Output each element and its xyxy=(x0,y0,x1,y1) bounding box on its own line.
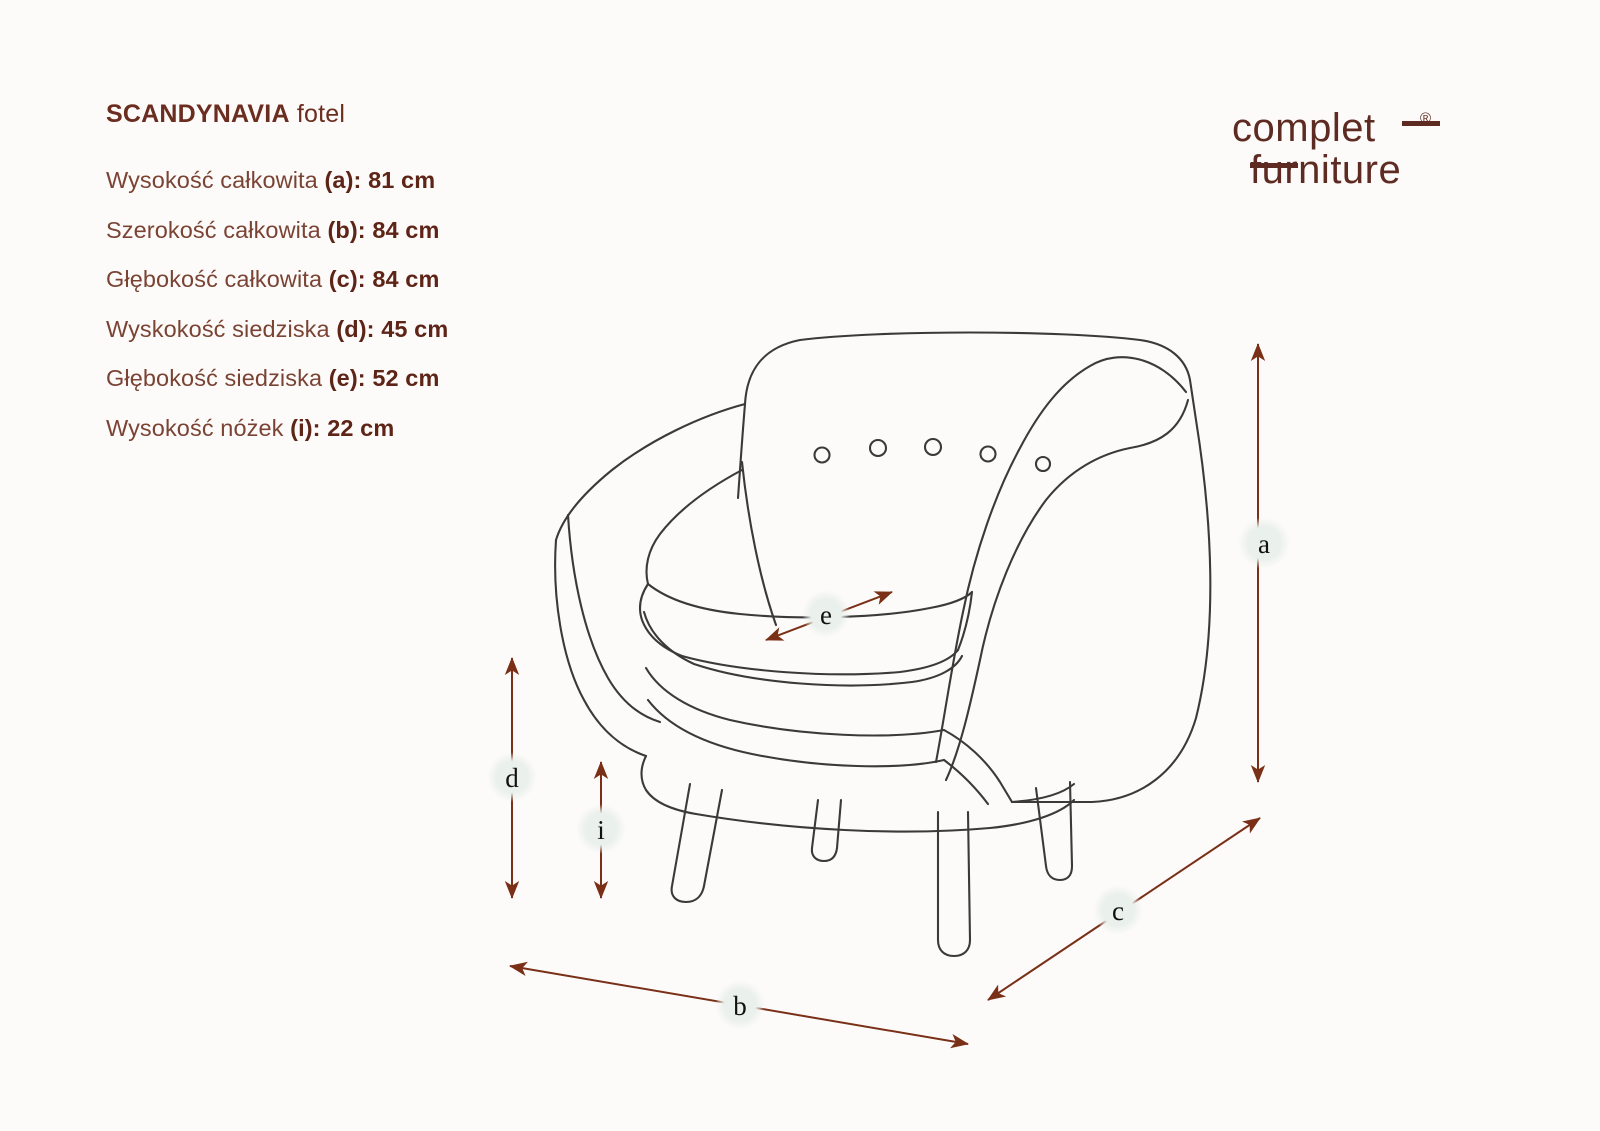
dimension-marker-d: d xyxy=(487,657,537,899)
base-bottom-right xyxy=(1010,782,1076,804)
spec-key-c: (c): xyxy=(328,266,366,292)
dimension-badge-b xyxy=(715,980,765,1030)
left-arm-outer xyxy=(554,538,648,758)
spec-key-a: (a): xyxy=(324,167,362,193)
button-4 xyxy=(979,445,997,463)
seat-cushion-thickness xyxy=(642,610,964,687)
seat-cushion-front xyxy=(680,648,960,676)
seat-cushion-left xyxy=(638,582,684,658)
dimension-marker-b: b xyxy=(509,961,969,1049)
base-left-corner xyxy=(640,754,698,816)
backrest-outline xyxy=(743,331,1198,422)
logo-line-2: furniture xyxy=(1250,148,1401,192)
spec-label-i: Wysokość nóżek xyxy=(106,414,284,441)
backrest-front-face xyxy=(740,460,778,627)
dimension-badge-d xyxy=(487,752,537,802)
leg-front-left xyxy=(670,782,724,904)
spec-value-e: 52 cm xyxy=(372,365,440,391)
spec-value-i: 22 cm xyxy=(327,414,395,441)
leg-center-back xyxy=(810,798,843,863)
right-arm-ridge xyxy=(934,356,1188,764)
seat-cushion-right xyxy=(956,590,974,652)
logo-line-1: complet xyxy=(1232,106,1376,150)
left-arm-top xyxy=(554,402,747,542)
dimension-label-e: e xyxy=(820,600,832,630)
product-type: fotel xyxy=(296,100,346,128)
dimension-badge-e xyxy=(802,590,850,638)
base-right-connector xyxy=(942,728,1014,804)
specification-block: SCANDYNAVIA fotel Wysokość całkowita (a)… xyxy=(106,100,746,464)
spec-label-e: Głębokość siedziska xyxy=(106,365,323,391)
spec-label-c: Głębokość całkowita xyxy=(106,266,323,292)
right-arm-inner xyxy=(944,398,1190,782)
dimension-label-i: i xyxy=(597,815,605,845)
button-5 xyxy=(1034,455,1052,473)
seat-base-front xyxy=(646,698,946,768)
dimension-label-c: c xyxy=(1112,896,1124,926)
spec-value-b: 84 cm xyxy=(372,216,440,243)
button-1 xyxy=(813,446,831,464)
dimension-marker-c: c xyxy=(987,817,1261,1001)
page-title: SCANDYNAVIA fotel xyxy=(106,100,746,129)
spec-label-a: Wysokość całkowita xyxy=(106,167,318,193)
left-arm-inner xyxy=(566,513,662,724)
armchair-outline xyxy=(554,331,1212,958)
dimension-badge-i xyxy=(576,804,626,854)
spec-key-b: (b): xyxy=(327,216,366,243)
product-name: SCANDYNAVIA xyxy=(106,100,290,128)
spec-value-c: 84 cm xyxy=(372,266,440,292)
spec-row-b: Szerokość całkowita (b): 84 cm xyxy=(106,217,746,244)
dimension-badge-a xyxy=(1238,517,1290,569)
spec-key-d: (d): xyxy=(336,315,375,342)
button-3 xyxy=(923,437,943,457)
dimension-label-b: b xyxy=(733,991,747,1021)
base-bottom-front xyxy=(694,798,1076,833)
dimension-marker-a: a xyxy=(1238,343,1290,783)
spec-label-b: Szerokość całkowita xyxy=(106,216,321,243)
dimension-label-a: a xyxy=(1258,529,1270,559)
dimension-badge-c xyxy=(1093,885,1143,935)
leg-front-right xyxy=(936,810,972,958)
brand-logo: complet ® furniture xyxy=(1232,106,1440,192)
spec-row-c: Głębokość całkowita (c): 84 cm xyxy=(106,266,746,293)
spec-row-e: Głębokość siedziska (e): 52 cm xyxy=(106,365,746,392)
spec-key-i: (i): xyxy=(290,414,321,441)
dimension-label-d: d xyxy=(505,763,519,793)
logo-f-crossbar xyxy=(1250,163,1298,168)
dimension-marker-i: i xyxy=(576,761,626,899)
spec-value-a: 81 cm xyxy=(368,167,436,193)
right-shell-outer xyxy=(1010,418,1212,804)
button-2 xyxy=(868,438,888,458)
spec-label-d: Wyskokość siedziska xyxy=(106,315,330,342)
spec-value-d: 45 cm xyxy=(381,315,449,342)
seat-base-top xyxy=(644,666,946,737)
leg-back-right xyxy=(1034,780,1074,882)
backrest-left-edge xyxy=(736,402,747,500)
spec-key-e: (e): xyxy=(328,365,366,391)
registered-trademark-icon: ® xyxy=(1420,110,1431,127)
dimension-marker-e: e xyxy=(765,590,893,641)
spec-row-a: Wysokość całkowita (a): 81 cm xyxy=(106,167,746,194)
base-right-connector-2 xyxy=(942,758,990,806)
logo-t-crossbar xyxy=(1402,121,1440,126)
left-arm-pad xyxy=(645,468,744,586)
spec-row-i: Wysokość nóżek (i): 22 cm xyxy=(106,415,746,442)
spec-row-d: Wyskokość siedziska (d): 45 cm xyxy=(106,316,746,343)
